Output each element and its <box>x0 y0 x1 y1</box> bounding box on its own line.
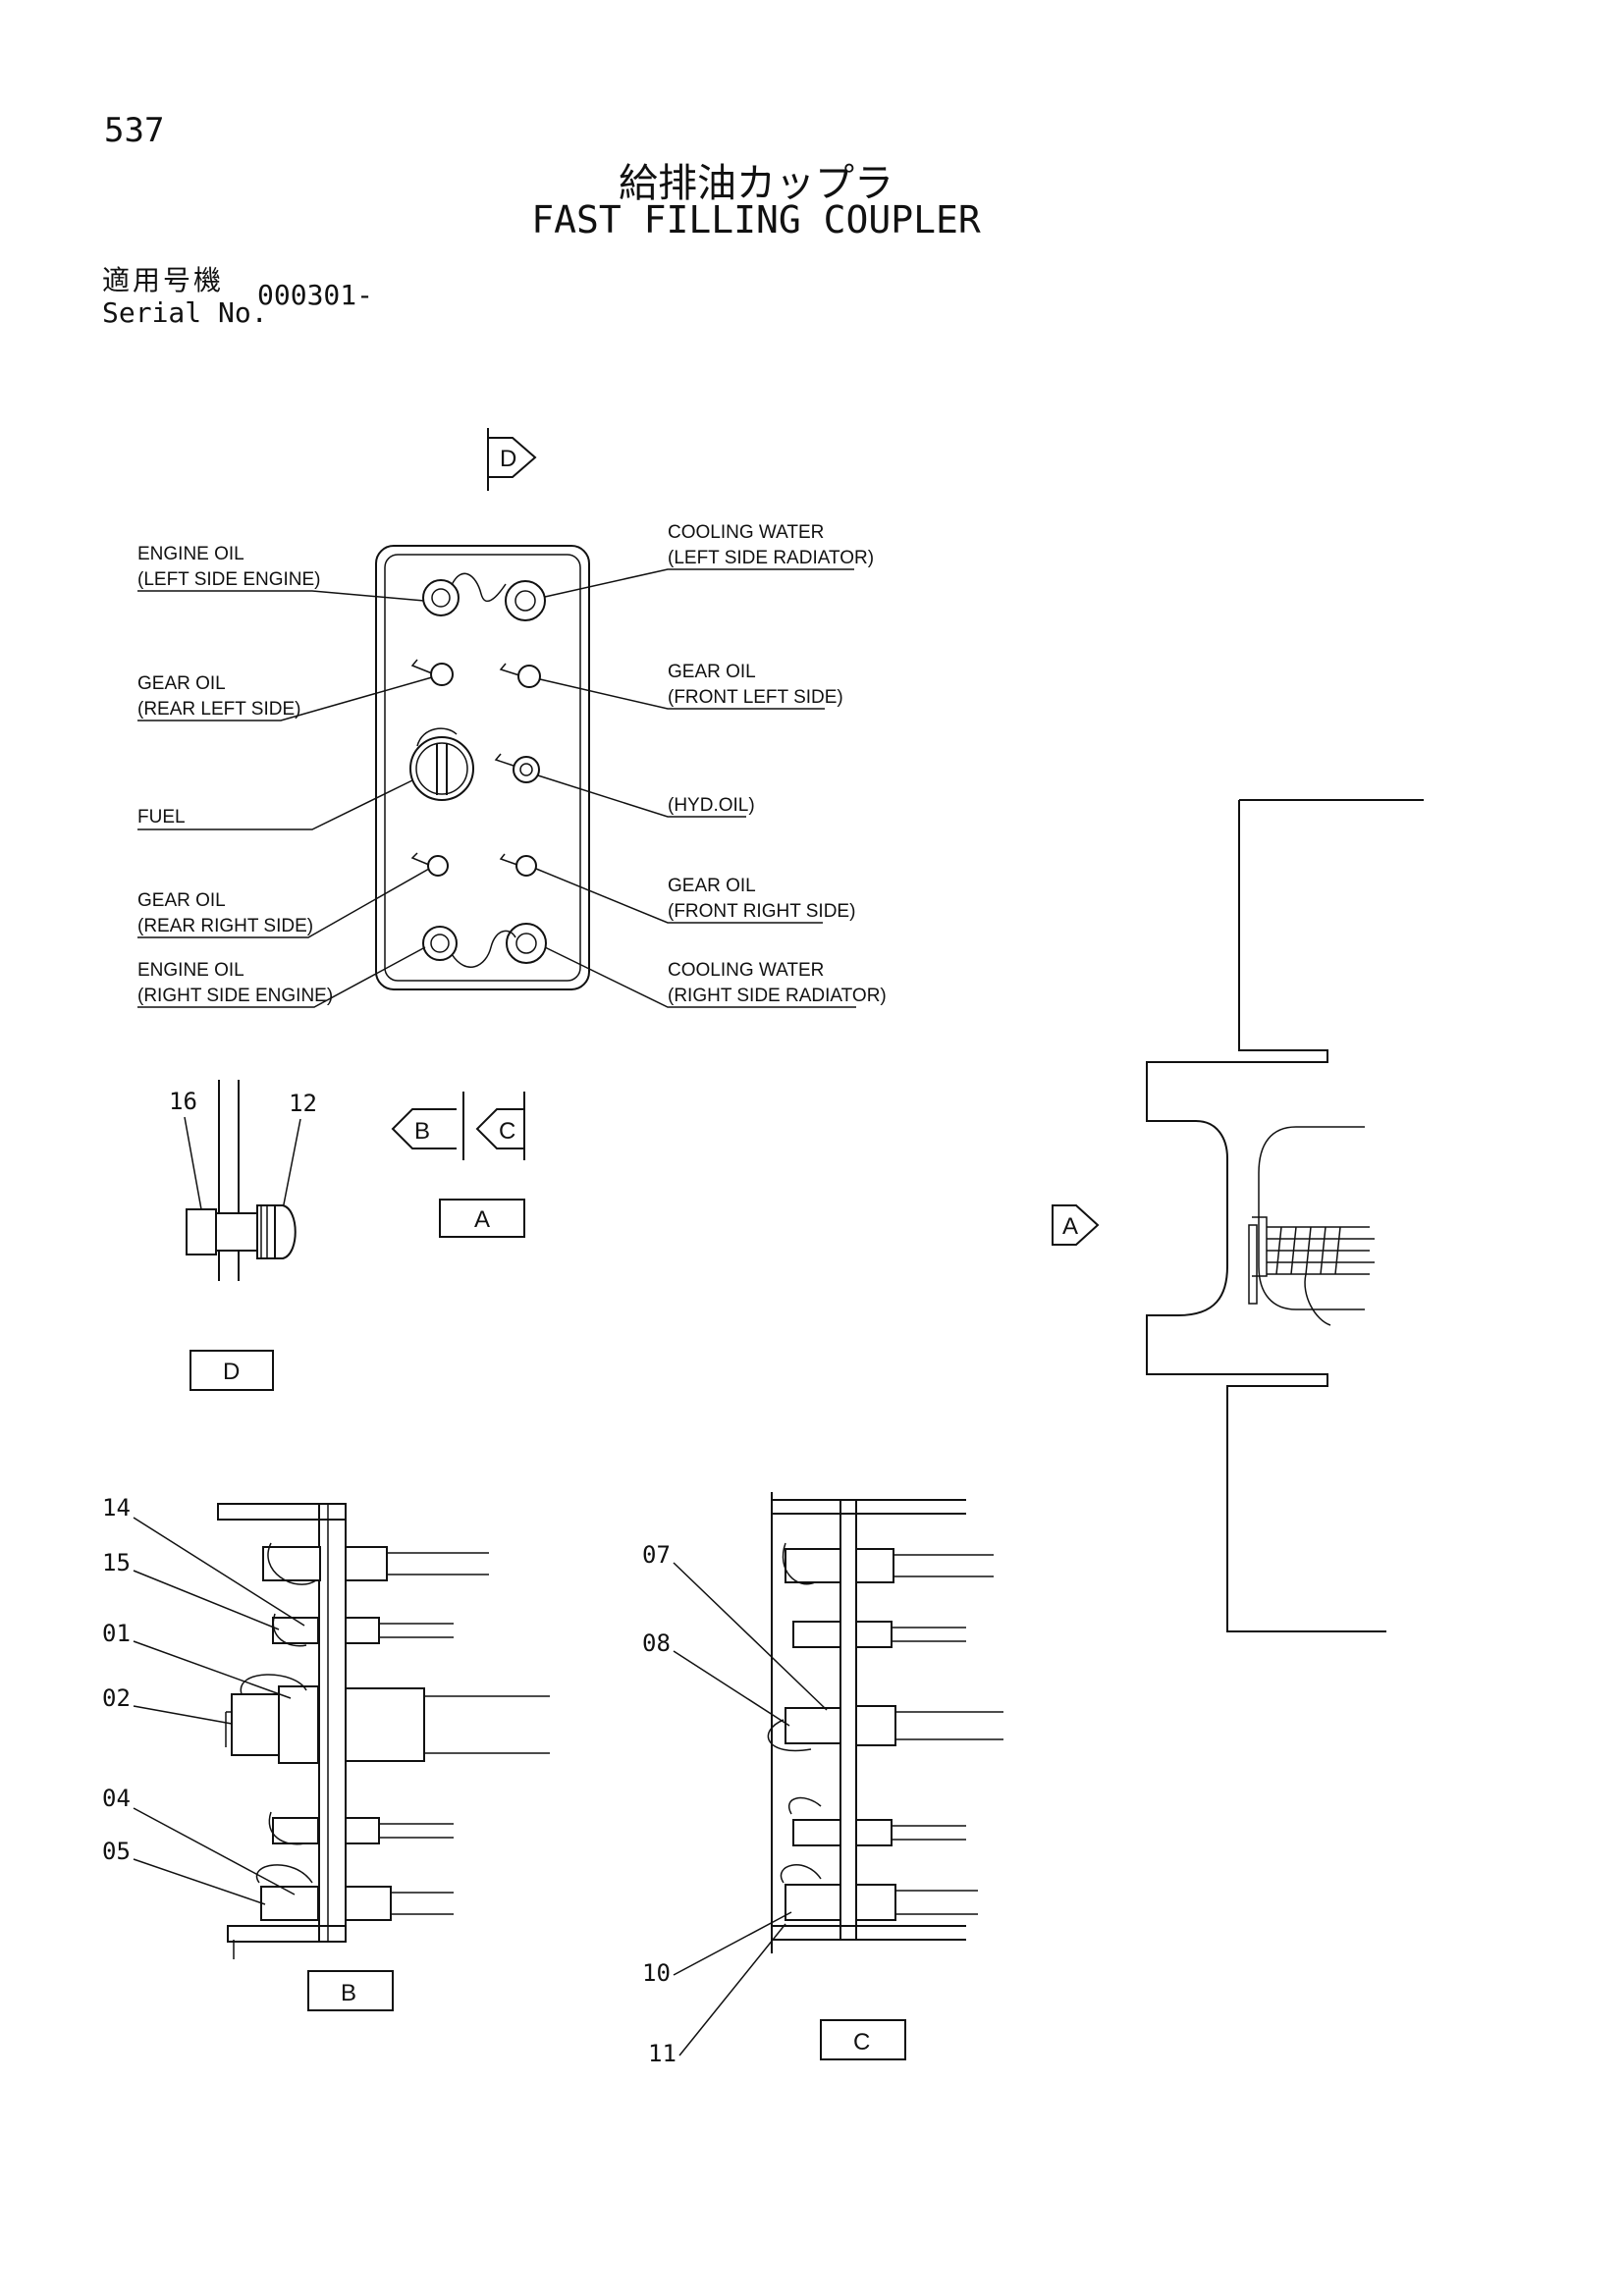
view-arrow-b-label: B <box>414 1118 430 1145</box>
label-engine-oil-left: ENGINE OIL <box>137 544 244 564</box>
label-gear-oil-rear-right: GEAR OIL <box>137 890 226 911</box>
label-hyd-oil: (HYD.OIL) <box>668 795 755 816</box>
part-number-10: 10 <box>642 1959 671 1987</box>
view-box-a: A <box>439 1199 525 1238</box>
label-gear-oil-rear-left-side: (REAR LEFT SIDE) <box>137 699 300 720</box>
serial-label-english: Serial No. <box>102 296 268 329</box>
part-number-01: 01 <box>102 1620 131 1647</box>
view-arrow-b: B <box>391 1092 464 1160</box>
serial-label-japanese: 適用号機 <box>102 264 225 296</box>
view-b-detail: 14 15 01 02 04 05 B <box>102 1494 550 2011</box>
part-number-16: 16 <box>169 1088 197 1115</box>
part-number-14: 14 <box>102 1494 131 1522</box>
label-gear-oil-front-left-side: (FRONT LEFT SIDE) <box>668 687 843 708</box>
view-arrow-d: D <box>487 428 537 491</box>
label-gear-oil-rear-right-side: (REAR RIGHT SIDE) <box>137 916 313 936</box>
label-gear-oil-front-right: GEAR OIL <box>668 876 756 896</box>
view-arrow-c-label: C <box>499 1118 515 1145</box>
page-number: 537 <box>104 111 165 150</box>
part-number-02: 02 <box>102 1684 131 1712</box>
view-box-c-label: C <box>853 2029 870 2056</box>
part-number-05: 05 <box>102 1838 131 1865</box>
panel-labels-right: COOLING WATER (LEFT SIDE RADIATOR) GEAR … <box>535 522 887 1008</box>
filling-panel <box>375 545 590 990</box>
machine-outline-view-a <box>1146 799 1424 1632</box>
label-gear-oil-front-right-side: (FRONT RIGHT SIDE) <box>668 901 855 922</box>
page-title-english: FAST FILLING COUPLER <box>531 198 981 241</box>
serial-value: 000301- <box>257 279 374 311</box>
part-number-07: 07 <box>642 1541 671 1569</box>
view-arrow-d-label: D <box>500 446 516 472</box>
part-number-04: 04 <box>102 1785 131 1812</box>
view-arrow-a-label: A <box>1062 1213 1078 1240</box>
label-gear-oil-front-left: GEAR OIL <box>668 662 756 682</box>
label-cooling-water-left-side: (LEFT SIDE RADIATOR) <box>668 548 874 568</box>
label-fuel: FUEL <box>137 807 186 828</box>
part-number-12: 12 <box>289 1090 317 1117</box>
view-d-detail: 16 12 <box>169 1080 317 1281</box>
label-engine-oil-right: ENGINE OIL <box>137 960 244 981</box>
view-box-d-label: D <box>223 1359 240 1385</box>
part-number-15: 15 <box>102 1549 131 1576</box>
label-engine-oil-left-side: (LEFT SIDE ENGINE) <box>137 569 321 590</box>
label-engine-oil-right-side: (RIGHT SIDE ENGINE) <box>137 986 333 1006</box>
part-number-11: 11 <box>648 2040 677 2067</box>
label-cooling-water-right-side: (RIGHT SIDE RADIATOR) <box>668 986 887 1006</box>
label-cooling-water-right: COOLING WATER <box>668 960 824 981</box>
view-box-a-label: A <box>474 1206 490 1233</box>
view-box-b-label: B <box>341 1980 356 2006</box>
label-cooling-water-left: COOLING WATER <box>668 522 824 543</box>
panel-labels-left: ENGINE OIL (LEFT SIDE ENGINE) GEAR OIL (… <box>137 544 433 1008</box>
view-box-d: D <box>189 1350 274 1391</box>
view-arrow-a: A <box>1052 1204 1100 1246</box>
view-arrow-c: C <box>475 1092 525 1160</box>
page-title-japanese: 給排油カップラ <box>619 161 893 206</box>
label-gear-oil-rear-left: GEAR OIL <box>137 673 226 694</box>
view-c-detail: 07 08 10 11 C <box>642 1492 1003 2067</box>
part-number-08: 08 <box>642 1629 671 1657</box>
